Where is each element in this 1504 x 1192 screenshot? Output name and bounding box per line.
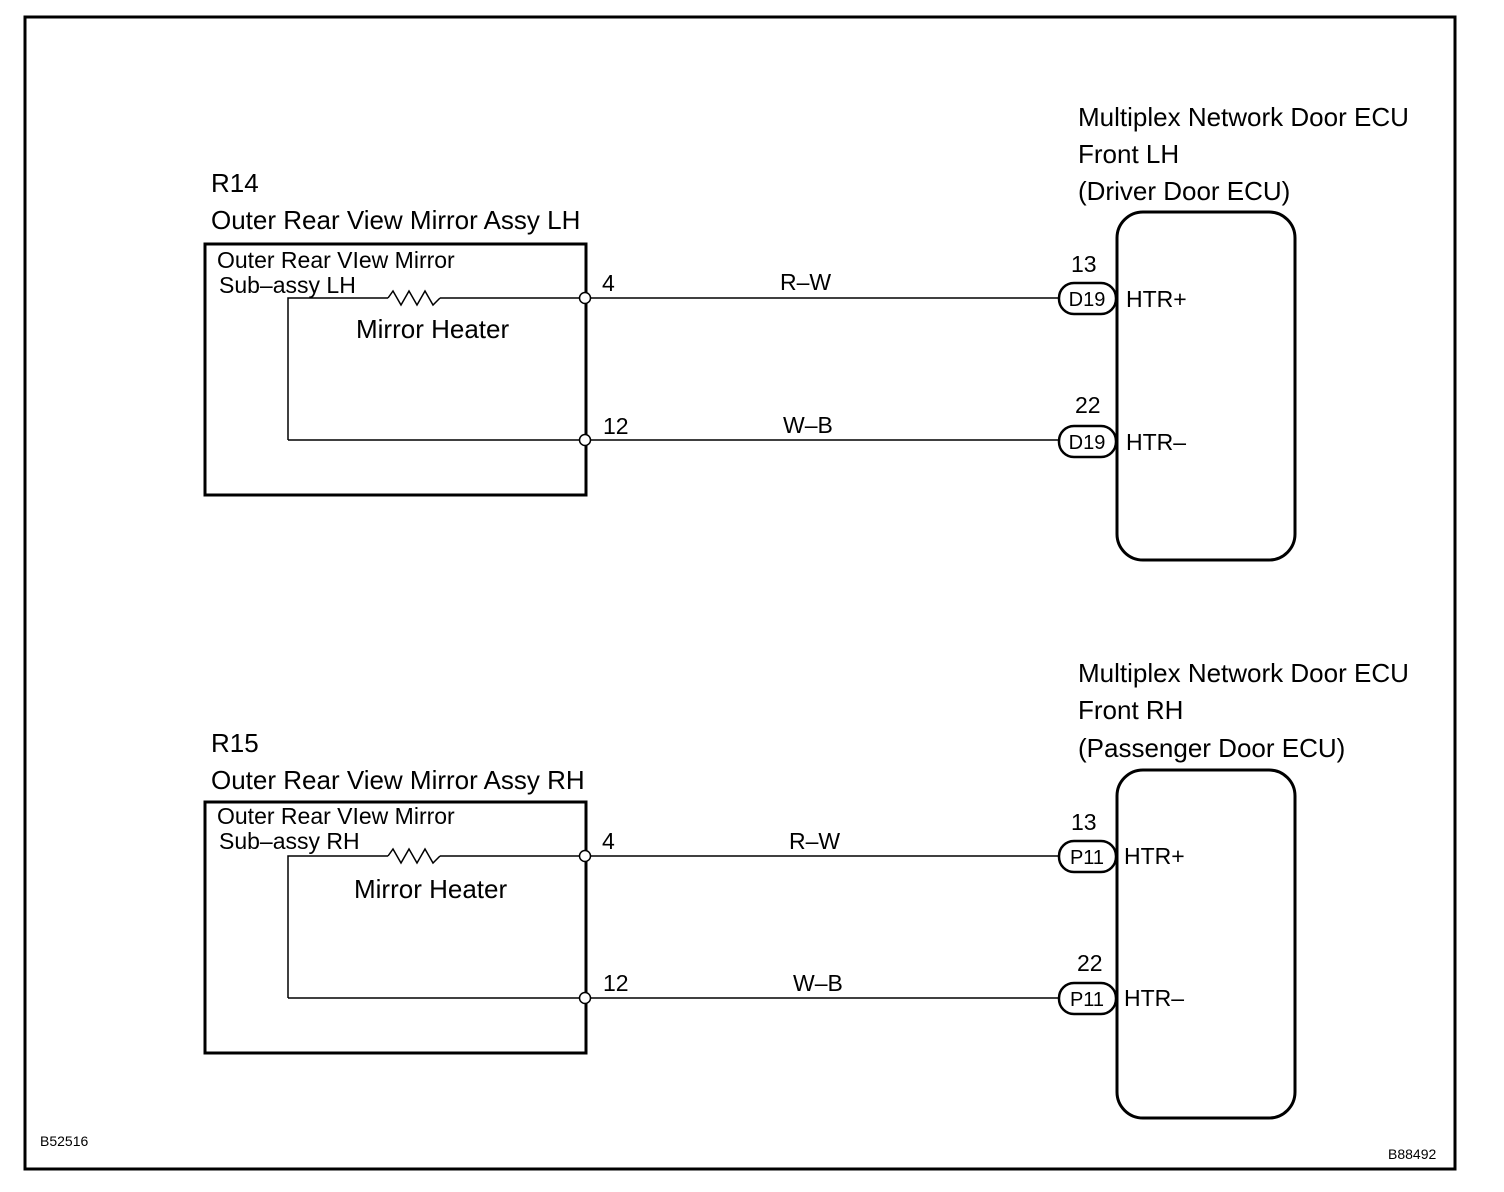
ecu-name-line3: (Driver Door ECU) [1078, 176, 1290, 206]
ecu-terminal: HTR– [1126, 429, 1186, 455]
ecu-pin-number: 22 [1075, 392, 1101, 418]
connector-id: P11 [1070, 989, 1104, 1011]
resistor-icon [387, 289, 441, 307]
connector-code: R15 [211, 728, 259, 758]
resistor-icon [387, 847, 441, 865]
connector-code: R14 [211, 168, 259, 198]
ecu-pin-number: 22 [1077, 950, 1103, 976]
mirror-assy-box [203, 800, 588, 1055]
ecu-name-line3: (Passenger Door ECU) [1078, 733, 1345, 763]
mirror-assy-box [203, 242, 588, 497]
connector-badge [1057, 424, 1118, 459]
connector-badge [1057, 281, 1118, 316]
pin-number: 4 [602, 270, 615, 296]
sub-assy-line1: Outer Rear VIew Mirror [217, 247, 455, 273]
connector-id: P11 [1070, 847, 1104, 869]
pin-number: 12 [603, 970, 629, 996]
figure-id-left: B52516 [40, 1133, 88, 1149]
ecu-box [1115, 768, 1297, 1120]
connector-badge [1057, 839, 1118, 874]
component-title: Outer Rear View Mirror Assy LH [211, 205, 580, 235]
wire-color: R–W [780, 269, 831, 295]
heater-label: Mirror Heater [354, 874, 507, 904]
circuit-rh: R15 Outer Rear View Mirror Assy RH Outer… [203, 658, 1409, 1120]
component-title: Outer Rear View Mirror Assy RH [211, 765, 585, 795]
internal-wire [287, 855, 388, 998]
diagram-frame [23, 15, 1457, 1171]
wire-color: W–B [783, 412, 833, 438]
connector-id: D19 [1069, 289, 1106, 311]
sub-assy-line1: Outer Rear VIew Mirror [217, 803, 455, 829]
ecu-name-line1: Multiplex Network Door ECU [1078, 658, 1409, 688]
terminal-icon [578, 849, 592, 863]
wire-color: W–B [793, 970, 843, 996]
ecu-name-line2: Front LH [1078, 139, 1179, 169]
ecu-name-line2: Front RH [1078, 695, 1183, 725]
sub-assy-line2: Sub–assy RH [219, 828, 360, 854]
heater-label: Mirror Heater [356, 314, 509, 344]
ecu-box [1115, 210, 1297, 562]
ecu-name-line1: Multiplex Network Door ECU [1078, 102, 1409, 132]
circuit-lh: R14 Outer Rear View Mirror Assy LH Outer… [203, 102, 1409, 562]
terminal-icon [578, 991, 592, 1005]
internal-wire [287, 297, 388, 440]
ecu-pin-number: 13 [1071, 809, 1097, 835]
sub-assy-line2: Sub–assy LH [219, 272, 356, 298]
ecu-pin-number: 13 [1071, 251, 1097, 277]
ecu-terminal: HTR+ [1126, 286, 1187, 312]
connector-id: D19 [1069, 432, 1106, 454]
ecu-terminal: HTR+ [1124, 843, 1185, 869]
connector-badge [1057, 981, 1118, 1016]
wire-color: R–W [789, 828, 840, 854]
pin-number: 12 [603, 413, 629, 439]
ecu-terminal: HTR– [1124, 985, 1184, 1011]
figure-id-right: B88492 [1388, 1146, 1436, 1162]
terminal-icon [578, 433, 592, 447]
pin-number: 4 [602, 828, 615, 854]
terminal-icon [578, 291, 592, 305]
